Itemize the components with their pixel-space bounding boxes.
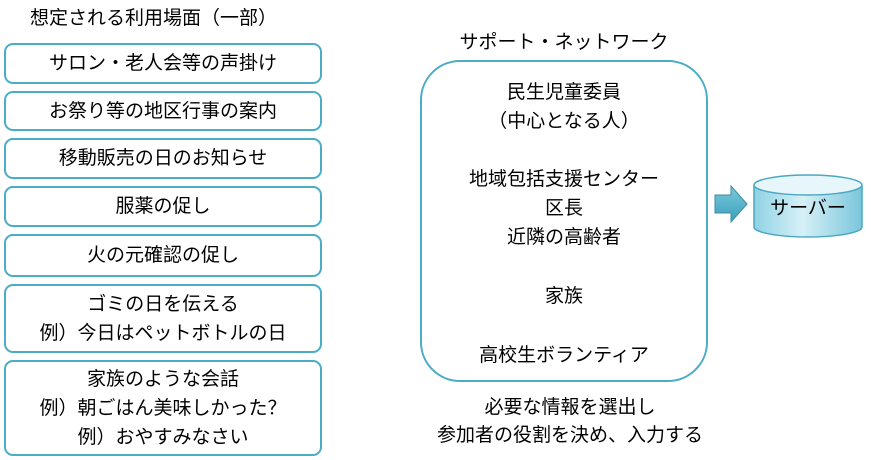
- scene-text: 火の元確認の促し: [86, 244, 239, 266]
- scene-text: 服薬の促し: [115, 195, 211, 217]
- scene-box-festival: お祭り等の地区行事の案内: [4, 91, 322, 131]
- scene-box-garbage-day: ゴミの日を伝える 例）今日はペットボトルの日: [4, 284, 322, 353]
- member-family: 家族: [544, 285, 583, 307]
- scene-example-text: 例）朝ごはん美味しかった？: [39, 396, 287, 419]
- scene-text: お祭り等の地区行事の案内: [48, 99, 277, 122]
- database-cylinder-icon: [753, 174, 863, 238]
- arrow-right-icon: [714, 184, 748, 224]
- member-elderly-neighbors: 近隣の高齢者: [506, 226, 621, 248]
- scene-box-fire-check: 火の元確認の促し: [4, 234, 322, 277]
- scene-example-text: 例）おやすみなさい: [77, 425, 249, 448]
- scene-box-mobile-sales: 移動販売の日のお知らせ: [4, 138, 322, 179]
- scene-text: ゴミの日を伝える: [87, 292, 239, 315]
- scene-box-family-conversation: 家族のような会話 例）朝ごはん美味しかった？ 例）おやすみなさい: [4, 360, 322, 456]
- scenes-heading: 想定される利用場面（一部）: [30, 7, 278, 29]
- scene-text: 移動販売の日のお知らせ: [58, 147, 268, 169]
- scene-text: 家族のような会話: [86, 367, 239, 390]
- network-title: サポート・ネットワーク: [459, 31, 669, 53]
- scene-text: サロン・老人会等の声掛け: [48, 52, 277, 74]
- instruction-line-2: 参加者の役割を決め、入力する: [436, 424, 703, 446]
- support-network-box: 民生児童委員 （中心となる人） 地域包括支援センター 区長 近隣の高齢者 家族 …: [420, 60, 708, 382]
- server-label: サーバー: [770, 197, 846, 219]
- instruction-line-1: 必要な情報を選出し: [484, 396, 656, 418]
- member-welfare-commissioner: 民生児童委員: [506, 81, 621, 103]
- member-community-support-center: 地域包括支援センター: [468, 168, 659, 190]
- scene-example-text: 例）今日はペットボトルの日: [39, 321, 287, 344]
- member-student-volunteers: 高校生ボランティア: [479, 344, 649, 366]
- scene-box-salon: サロン・老人会等の声掛け: [4, 43, 322, 84]
- member-welfare-commissioner-note: （中心となる人）: [488, 110, 640, 132]
- member-district-head: 区長: [544, 197, 583, 219]
- scene-box-medication: 服薬の促し: [4, 186, 322, 227]
